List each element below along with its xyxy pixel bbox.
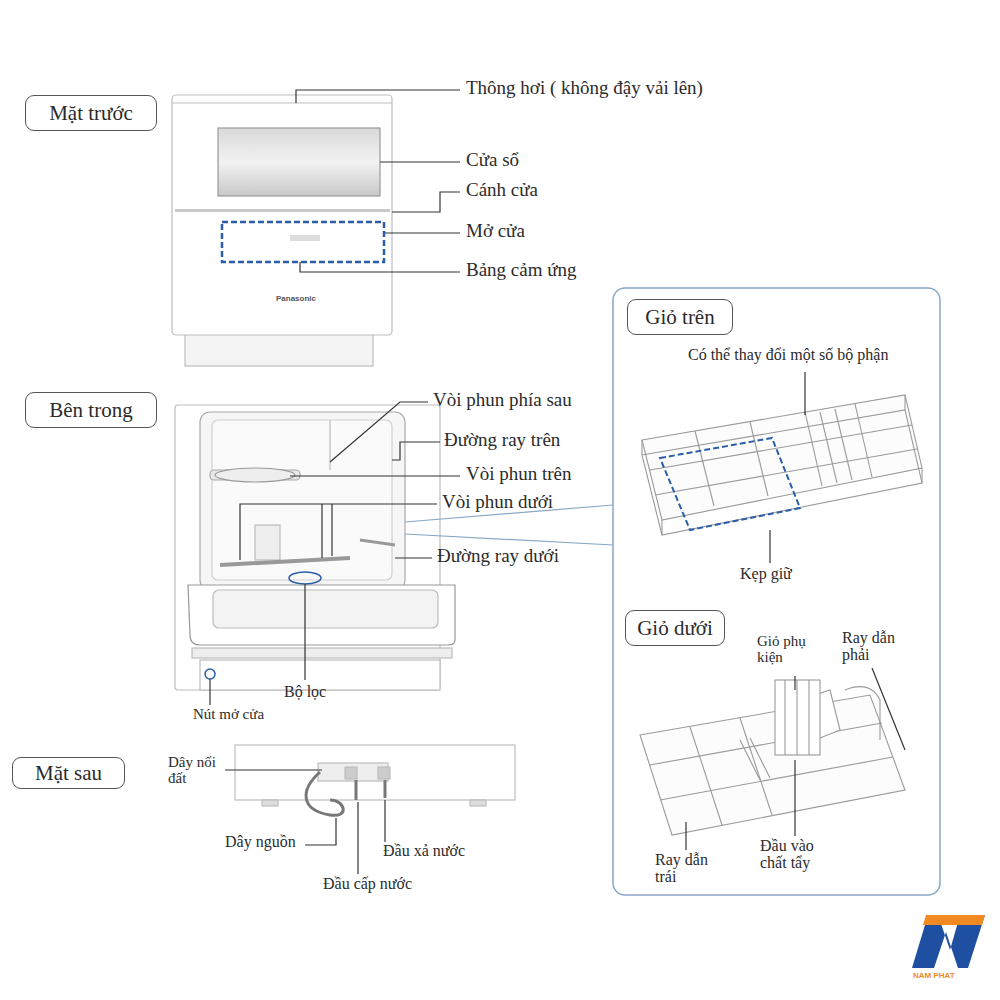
- part-label: Vòi phun dưới: [442, 492, 553, 512]
- part-label: Cửa sổ: [466, 150, 519, 170]
- section-title: Bên trong: [49, 400, 132, 421]
- part-label: Bộ lọc: [284, 684, 326, 701]
- part-label: Panasonic: [276, 295, 316, 303]
- part-label: Nút mở cửa: [193, 707, 264, 723]
- part-label: Đường ray trên: [444, 430, 560, 450]
- part-label: Đầu cấp nước: [323, 876, 412, 893]
- part-label: Ray dẫn trái: [655, 852, 721, 886]
- inside-machine: [175, 405, 455, 690]
- part-label: Mở cửa: [466, 221, 525, 241]
- part-label: Ray dẫn phải: [842, 630, 912, 664]
- part-label: Dây nối đất: [168, 755, 226, 787]
- part-label: Đầu xả nước: [383, 843, 465, 860]
- section-box: Mặt sau: [12, 757, 125, 789]
- basket-panel: [613, 288, 940, 895]
- section-box: Giỏ trên: [627, 299, 733, 335]
- part-label: Giỏ phụ kiện: [757, 634, 819, 666]
- part-label: Dây nguồn: [225, 834, 296, 851]
- section-title: Giỏ trên: [645, 307, 714, 328]
- part-label: Cánh cửa: [466, 180, 538, 200]
- section-box: Bên trong: [25, 392, 157, 428]
- part-label: Kẹp giữ: [740, 566, 792, 583]
- part-label: Có thể thay đổi một số bộ phận: [688, 347, 888, 364]
- part-label: Thông hơi ( không đậy vải lên): [466, 78, 703, 98]
- section-box: Giỏ dưới: [625, 610, 725, 646]
- front-machine: [172, 95, 392, 366]
- leader-line: [296, 90, 460, 272]
- part-label: Đường ray dưới: [437, 546, 559, 566]
- leader-line: [210, 402, 613, 705]
- section-title: Mặt trước: [49, 103, 133, 124]
- lower-basket: [640, 680, 905, 835]
- upper-basket: [642, 395, 922, 535]
- part-label: Đầu vào chất tẩy: [760, 838, 832, 872]
- back-machine: [235, 745, 515, 815]
- part-label: Vòi phun trên: [466, 464, 572, 484]
- section-title: Giỏ dưới: [637, 618, 713, 639]
- leader-line: [225, 770, 385, 874]
- section-title: Mặt sau: [35, 763, 102, 784]
- part-label: Vòi phun phía sau: [433, 390, 572, 410]
- logo-mark: [912, 915, 985, 968]
- part-label: NAM PHAT: [913, 972, 955, 980]
- section-box: Mặt trước: [25, 95, 157, 131]
- part-label: Bảng cảm ứng: [466, 260, 577, 280]
